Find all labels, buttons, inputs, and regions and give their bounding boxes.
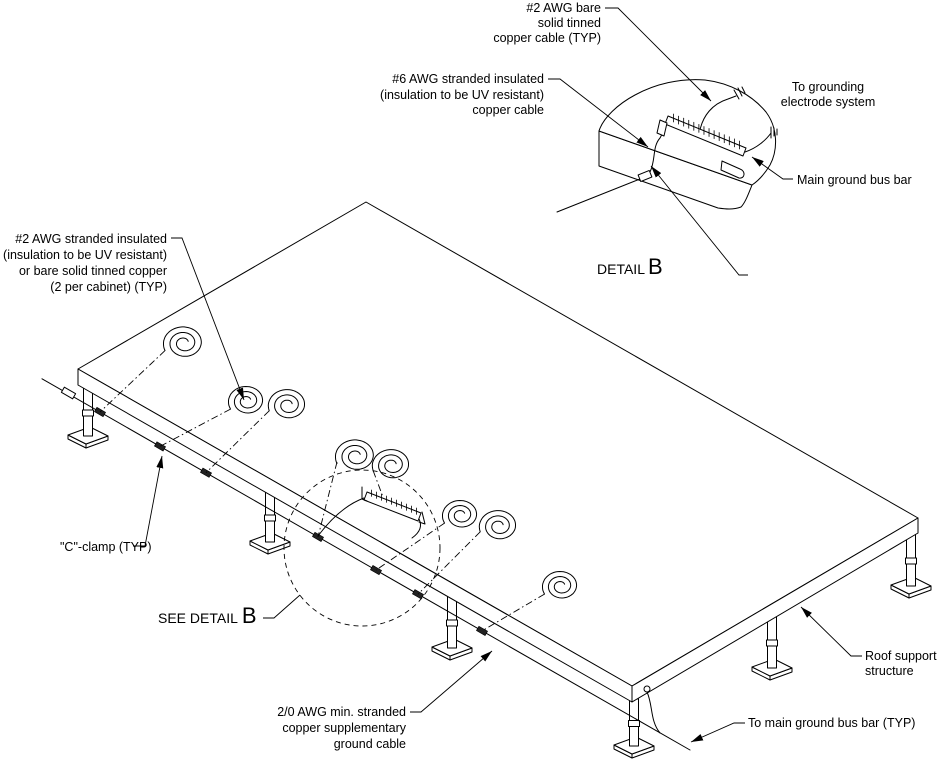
leader-6awg-cable (548, 78, 649, 148)
detail-b-front-face (598, 130, 753, 210)
leg-collar (264, 514, 276, 522)
cable-lug (60, 386, 77, 400)
label-6awg-line-1: #6 AWG stranded insulated (392, 72, 544, 86)
support-legs (67, 387, 932, 759)
bus-bar-drop-wire (411, 518, 422, 539)
detail-electrode-cable (744, 132, 772, 153)
label-bare-cable-line-2: solid tinned (538, 16, 601, 30)
cable-coil (267, 389, 305, 419)
label-detail-letter: B (648, 254, 663, 279)
platform-corner-hole (643, 685, 651, 693)
ground-symbol-icon (733, 86, 746, 100)
cable-run-dashed (372, 470, 384, 498)
label-2awg-line-3: or bare solid tinned copper (19, 264, 167, 278)
leader-main-bus-bar (751, 156, 793, 180)
leader-lines (133, 7, 862, 743)
roof-support-platform (77, 201, 919, 703)
cable-run-dashed (375, 522, 445, 571)
label-2awg-line-1: #2 AWG stranded insulated (15, 232, 167, 246)
detail-bus-bar-bolts (673, 113, 740, 150)
cable-run-dashed (481, 593, 545, 632)
label-supplementary-line-3: ground cable (334, 737, 406, 751)
label-bare-cable-line-1: #2 AWG bare (526, 1, 601, 15)
detail-bus-bar-right-lug (720, 160, 745, 179)
detail-cable-connector (637, 170, 653, 182)
leader-2awg-cable (171, 237, 245, 401)
cable-run-dashed (159, 408, 231, 447)
support-leg (751, 615, 793, 681)
bus-bar-bracket (361, 486, 368, 502)
leader-c-clamp (133, 455, 164, 547)
cable-coil (371, 449, 409, 479)
label-2awg-line-2: (insulation to be UV resistant) (3, 248, 167, 262)
detail-bus-bar-body (664, 115, 747, 157)
leg-collar (446, 619, 458, 627)
label-supplementary-line-2: copper supplementary (282, 721, 406, 735)
bus-bar-bracket (418, 511, 426, 525)
label-2awg-line-4: (2 per cabinet) (TYP) (50, 280, 167, 294)
corner-drop-wire (646, 691, 661, 734)
cable-run-dashed (317, 461, 338, 538)
c-clamp (154, 441, 166, 452)
support-leg (890, 533, 932, 599)
leg-collar (82, 409, 94, 417)
label-bare-cable-line-3: copper cable (TYP) (493, 31, 601, 45)
label-supplementary-line-1: 2/0 AWG min. stranded (277, 705, 406, 719)
cable-coil (335, 439, 374, 470)
cable-coil (542, 571, 578, 599)
cable-coil (478, 510, 516, 540)
leader-supplementary-cable (410, 650, 493, 713)
label-see-detail-word: SEE DETAIL (158, 610, 238, 626)
support-leg (613, 698, 655, 759)
cable-coil (163, 326, 202, 357)
detail-bare-cable (699, 95, 737, 131)
leader-see-detail (263, 594, 301, 619)
label-detail-word: DETAIL (597, 261, 645, 277)
cable-coil (442, 500, 478, 528)
leader-to-main-bus (690, 722, 745, 743)
leg-collar (766, 639, 778, 647)
leader-detail-b-connector (650, 165, 748, 276)
label-6awg-line-3: copper cable (472, 103, 544, 117)
label-grounding-line-1: To grounding (792, 80, 864, 94)
cable-run-dashed (99, 350, 166, 413)
concealed-cable-runs (99, 350, 545, 632)
cable-run-dashed (205, 410, 270, 474)
label-6awg-line-2: (insulation to be UV resistant) (380, 88, 544, 102)
detail-bus-bar-left-lug (656, 119, 668, 137)
leader-bare-cable (605, 7, 712, 102)
label-to-main-bus: To main ground bus bar (TYP) (748, 716, 915, 730)
leader-roof-support (800, 606, 862, 657)
platform-bus-bar (317, 486, 426, 539)
leg-collar (628, 720, 640, 727)
label-roof-support-line-1: Roof support (865, 649, 937, 663)
support-leg (67, 387, 109, 449)
labels: #2 AWG bare solid tinned copper cable (T… (3, 1, 937, 751)
detail-b-callout-circle (283, 469, 441, 627)
platform-front-right-face (631, 517, 919, 703)
support-leg (431, 595, 473, 661)
bus-bar-body (363, 491, 422, 522)
bus-bar-bolts (371, 489, 417, 515)
detail-b-view (556, 79, 778, 213)
leg-collar (905, 557, 917, 565)
ground-cable-line (41, 378, 691, 751)
label-grounding-line-2: electrode system (781, 95, 875, 109)
label-see-detail-letter: B (242, 603, 257, 628)
detail-insulated-cable (556, 178, 641, 213)
cable-run-dashed (417, 531, 481, 595)
ground-symbol-icon (770, 126, 778, 139)
bus-bar-lead-wire (317, 497, 365, 537)
label-c-clamp: "C"-clamp (TYP) (60, 540, 152, 554)
label-main-bus-bar: Main ground bus bar (797, 173, 912, 187)
label-roof-support-line-2: structure (865, 664, 914, 678)
